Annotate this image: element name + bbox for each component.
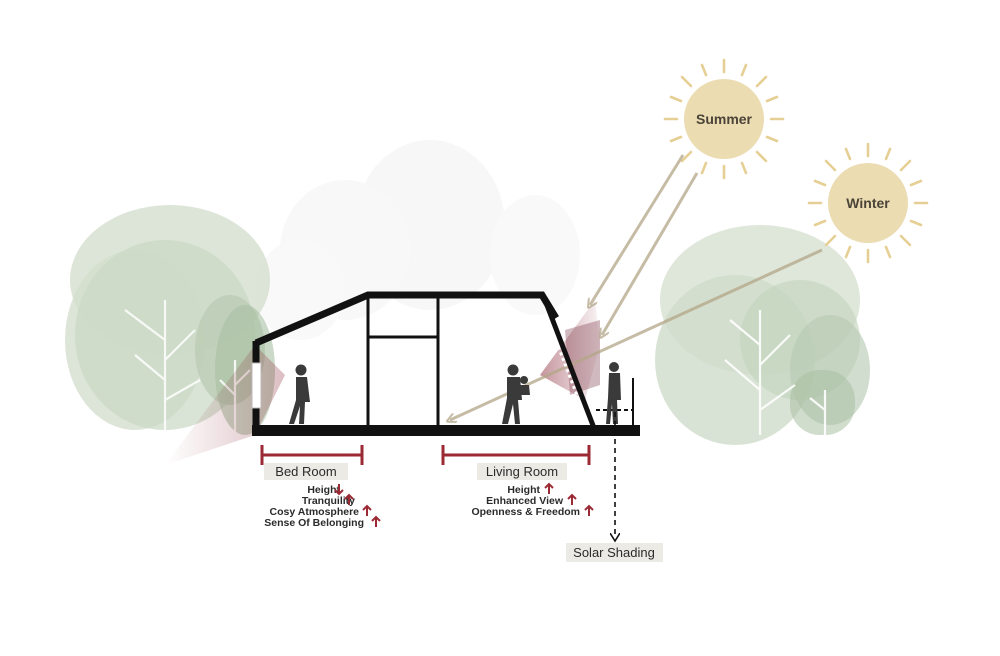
trend-up-icon [344,493,354,505]
living-room-title: Living Room [486,464,558,479]
trend-up-icon [362,504,372,516]
trend-up-icon [567,493,577,505]
living-attr-openness: Openness & Freedom [471,506,580,518]
living-room-annotation: Living Room Height Enhanced View Opennes… [441,445,594,518]
living-room-attributes: Height Enhanced View Openness & Freedom [471,484,580,518]
bedroom-annotation: Bed Room Height Tranquility Cosy Atmosph… [260,445,381,529]
winter-label: Winter [846,195,890,211]
floor-slab [252,425,640,436]
bedroom-attributes: Height Tranquility Cosy Atmosphere Sense… [264,484,364,529]
trend-up-icon [544,482,554,494]
bedroom-trend-icons [334,484,381,527]
right-trees [655,225,870,445]
summer-sun: Summer [663,58,785,180]
winter-sun: Winter [807,142,929,264]
people [289,362,621,424]
person-bedroom [289,364,310,424]
living-attr-height: Height [507,484,540,496]
trend-up-icon [371,515,381,527]
building-section [251,291,640,436]
bedroom-title: Bed Room [275,464,336,479]
bedroom-attr-belonging: Sense Of Belonging [264,517,364,529]
summer-label: Summer [696,111,753,127]
living-trend-icons [544,482,594,516]
bedroom-attr-cosy: Cosy Atmosphere [270,506,360,518]
solar-shading-label: Solar Shading [573,545,655,560]
person-living-with-child [502,364,530,424]
bedroom-attr-height: Height [307,484,340,496]
background-trees [255,140,580,340]
person-terrace [606,362,621,424]
bedroom-attr-tranquility: Tranquility [302,495,355,507]
trend-down-icon [334,484,344,496]
trend-up-icon [584,504,594,516]
solar-shading-callout: Solar Shading [566,412,663,562]
living-attr-view: Enhanced View [486,495,564,507]
